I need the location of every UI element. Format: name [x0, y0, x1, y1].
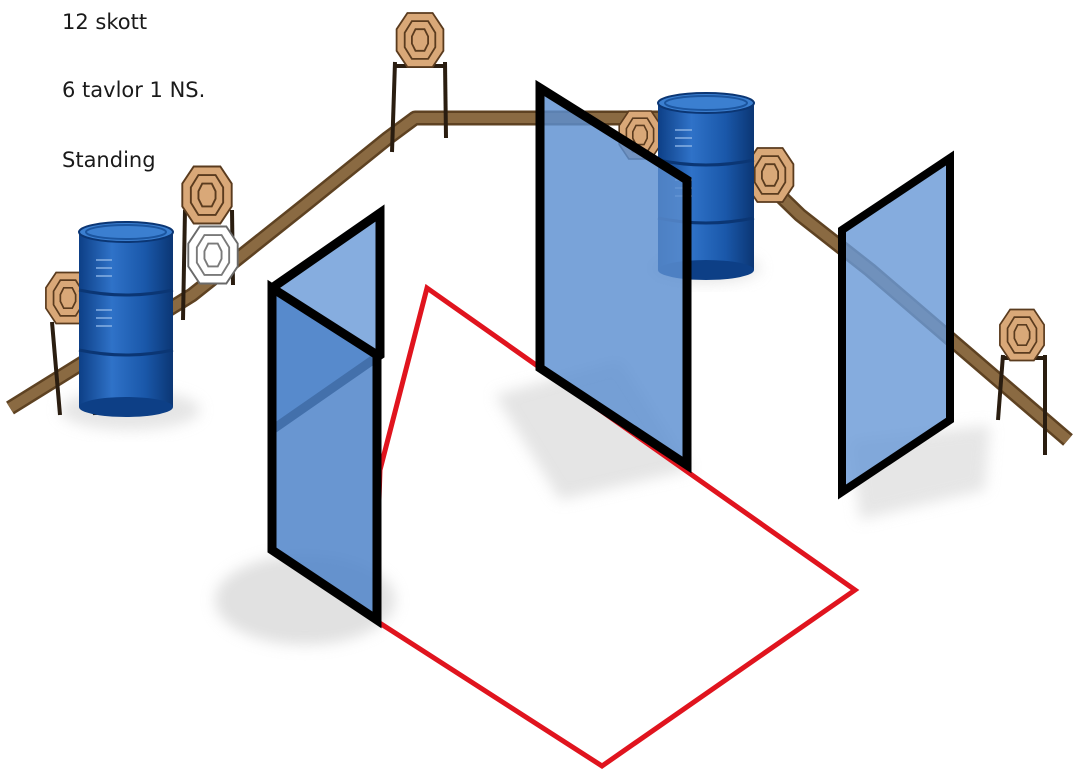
target-top-center	[395, 12, 445, 68]
no-shoot	[187, 225, 239, 285]
shots-count-text: 12 skott	[62, 10, 148, 34]
wall-center	[535, 79, 692, 474]
start-position-text: Standing	[62, 148, 156, 172]
shooting-area	[372, 283, 860, 770]
wall-right	[838, 150, 954, 500]
targets-count-text: 6 tavlor 1 NS.	[62, 78, 206, 102]
target-right	[999, 308, 1045, 362]
wall-left	[267, 204, 385, 629]
barrel-left	[78, 221, 174, 417]
target-left-upper	[181, 165, 233, 225]
